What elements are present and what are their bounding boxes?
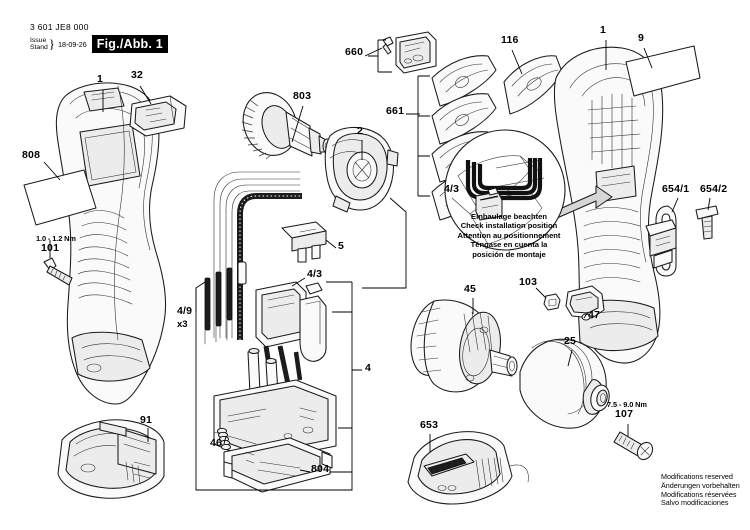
- callout-660[interactable]: 660: [345, 46, 364, 58]
- bracket-4: [326, 281, 362, 473]
- callout-116[interactable]: 116: [501, 34, 519, 46]
- nut: [543, 293, 561, 311]
- torque-spec-107: 7.5 - 9.0 Nm: [607, 400, 647, 409]
- drill-chuck: [519, 338, 610, 429]
- housing-half-left: [55, 82, 167, 405]
- wire-harness: [204, 171, 302, 345]
- housing-cover-insert: [129, 95, 187, 137]
- callout-32[interactable]: 32: [131, 69, 144, 81]
- part-number: 3 601 JE8 000: [30, 22, 89, 32]
- callout-803[interactable]: 803: [293, 90, 312, 102]
- spring: [217, 427, 231, 451]
- leader-lines: [43, 40, 711, 473]
- gearbox: [410, 299, 518, 393]
- callout-1-right[interactable]: 1: [600, 24, 607, 36]
- callout-2[interactable]: 2: [357, 125, 364, 137]
- callout-4[interactable]: 4: [365, 362, 372, 374]
- motor-armature: [241, 92, 332, 160]
- callout-654-2[interactable]: 654/2: [700, 183, 728, 195]
- callout-47[interactable]: 47: [588, 309, 601, 321]
- selector-cap: [565, 285, 605, 321]
- callout-808[interactable]: 808: [22, 149, 41, 161]
- note-line-es-2: posición de montaje: [472, 249, 546, 259]
- link-2-to-4: [362, 197, 407, 289]
- group-frame-4: [195, 288, 353, 491]
- warning-label: [625, 45, 701, 97]
- callout-91[interactable]: 91: [140, 414, 153, 426]
- callout-654-1[interactable]: 654/1: [662, 183, 690, 195]
- callout-103[interactable]: 103: [519, 276, 538, 288]
- bracket-661: [406, 75, 430, 197]
- callout-653[interactable]: 653: [420, 419, 439, 431]
- callout-9[interactable]: 9: [638, 32, 645, 44]
- issue-stand-labels: Issue Stand: [30, 37, 48, 52]
- install-position-note: Einbaulage beachten Check installation p…: [446, 212, 572, 259]
- callout-4-9-quantity: x3: [177, 319, 188, 330]
- callout-101[interactable]: 101: [41, 242, 60, 254]
- motor-housing: [324, 126, 399, 213]
- footer-disclaimer: Modifications reserved Änderungen vorbeh…: [661, 472, 740, 508]
- screw-housing: [43, 257, 73, 286]
- diagram-header: 3 601 JE8 000 Issue Stand } 18-09-26 Fig…: [30, 22, 168, 53]
- note-line-de: Einbaulage beachten: [471, 212, 547, 221]
- figure-badge: Fig./Abb. 1: [91, 35, 168, 53]
- footer-line-es: Salvo modificaciones: [661, 498, 729, 508]
- callout-4-3-detail[interactable]: 4/3: [444, 183, 460, 195]
- callout-25[interactable]: 25: [564, 335, 577, 347]
- note-line-es-1: Téngase en cuenta la: [470, 240, 548, 250]
- switch-assembly: [213, 281, 337, 463]
- brace-glyph: }: [48, 36, 56, 51]
- switch-clip: [281, 221, 327, 263]
- torque-spec-101: 1.0 - 1.2 Nm: [36, 234, 76, 243]
- callout-46[interactable]: 46: [210, 437, 223, 449]
- footer-line-fr: Modifications réservées: [661, 489, 737, 499]
- callout-45[interactable]: 45: [464, 283, 477, 295]
- callout-804[interactable]: 804: [311, 463, 330, 475]
- issue-date: 18-09-26: [58, 39, 87, 49]
- footer-line-de: Änderungen vorbehalten: [661, 480, 740, 490]
- callout-661[interactable]: 661: [386, 105, 405, 117]
- chuck-screw: [613, 431, 654, 461]
- electronics-baseplate: [223, 437, 333, 493]
- callout-4-3[interactable]: 4/3: [307, 268, 323, 280]
- callout-107[interactable]: 107: [615, 408, 634, 420]
- battery-pack: [57, 419, 165, 499]
- callout-5[interactable]: 5: [338, 240, 345, 252]
- note-line-fr: Attention au positionnement: [457, 230, 561, 240]
- note-line-en: Check installation position: [460, 221, 558, 231]
- belt-clip-screw: [695, 205, 719, 240]
- nameplate-label: [23, 169, 97, 226]
- stand-label: Stand: [30, 44, 48, 51]
- footer-line-en: Modifications reserved: [661, 472, 733, 481]
- callout-1-left[interactable]: 1: [97, 73, 104, 85]
- grip-pad-rear: [503, 55, 563, 115]
- belt-clip: [645, 205, 677, 277]
- led-module: [382, 31, 437, 74]
- battery-charger: [407, 431, 529, 505]
- bracket-660: [368, 39, 392, 73]
- issue-label: Issue: [30, 36, 47, 44]
- callout-4-9[interactable]: 4/9: [177, 305, 193, 317]
